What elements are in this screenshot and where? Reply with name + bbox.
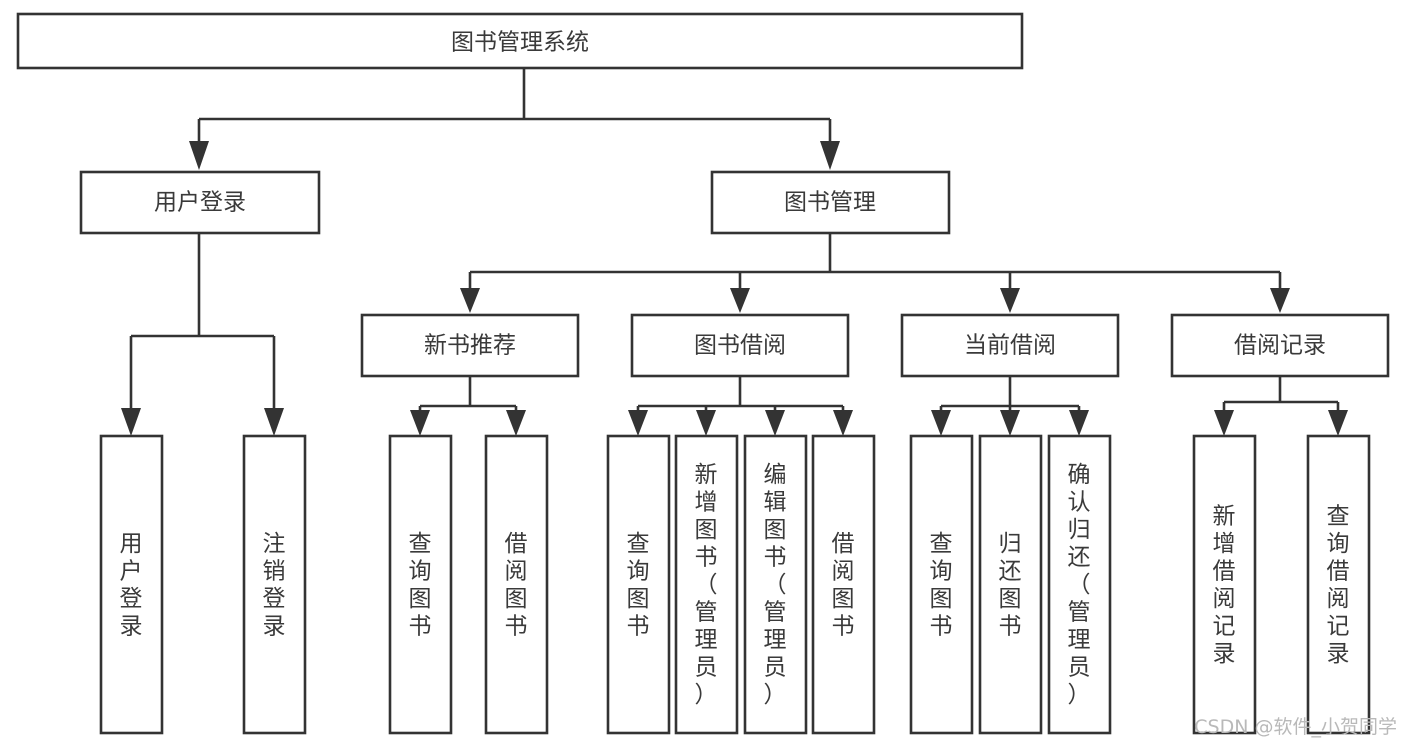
node-current-borrow[interactable]: 当前借阅 xyxy=(900,313,1120,378)
node-leaf-edit-book-box[interactable] xyxy=(743,434,808,735)
node-leaf-add-record-label: 新增借阅记录 xyxy=(1213,503,1236,667)
arrow-head-leaf-edit-book xyxy=(765,410,785,436)
arrow-head-leaf-logout-login xyxy=(264,408,284,436)
node-leaf-query-book-3[interactable]: 查询图书 xyxy=(909,434,974,735)
node-borrow-record-box[interactable] xyxy=(1170,313,1390,378)
node-leaf-user-login[interactable]: 用户登录 xyxy=(99,434,164,735)
node-leaf-query-book-2-label: 查询图书 xyxy=(627,531,650,640)
node-leaf-borrow-book-1-label: 借阅图书 xyxy=(505,531,528,640)
edges-layer xyxy=(121,68,1348,436)
node-user-login-label: 用户登录 xyxy=(154,190,246,216)
arrow-head-leaf-query-book-2 xyxy=(628,410,648,436)
arrow-head-borrow-record xyxy=(1270,288,1290,313)
arrow-head-new-book-recommend xyxy=(460,288,480,313)
node-leaf-query-book-1-box[interactable] xyxy=(388,434,453,735)
node-root-label: 图书管理系统 xyxy=(451,30,589,56)
arrow-head-leaf-borrow-book-1 xyxy=(506,410,526,436)
node-leaf-confirm-return-label: 确认归还（管理员） xyxy=(1068,462,1091,708)
arrow-head-leaf-add-record xyxy=(1214,410,1234,436)
node-leaf-query-record-label: 查询借阅记录 xyxy=(1327,503,1350,667)
node-user-login-box[interactable] xyxy=(79,170,321,235)
node-leaf-confirm-return-box[interactable] xyxy=(1047,434,1112,735)
node-book-borrow[interactable]: 图书借阅 xyxy=(630,313,850,378)
node-current-borrow-box[interactable] xyxy=(900,313,1120,378)
arrow-head-leaf-borrow-book-2 xyxy=(833,410,853,436)
node-leaf-user-login-box[interactable] xyxy=(99,434,164,735)
arrow-head-book-manage xyxy=(820,141,840,170)
node-root[interactable]: 图书管理系统 xyxy=(16,12,1024,70)
node-current-borrow-label: 当前借阅 xyxy=(964,333,1056,359)
arrow-head-book-borrow xyxy=(730,288,750,313)
watermark-label: CSDN @软件_小贺同学 xyxy=(1194,716,1397,738)
node-new-book-recommend-box[interactable] xyxy=(360,313,580,378)
node-book-borrow-box[interactable] xyxy=(630,313,850,378)
node-borrow-record[interactable]: 借阅记录 xyxy=(1170,313,1390,378)
node-leaf-add-book-box[interactable] xyxy=(674,434,739,735)
node-leaf-query-record-box[interactable] xyxy=(1306,434,1371,735)
node-leaf-logout-login-label: 注销登录 xyxy=(263,531,286,640)
arrow-head-leaf-query-record xyxy=(1328,410,1348,436)
node-new-book-recommend-label: 新书推荐 xyxy=(424,333,516,359)
node-book-manage-box[interactable] xyxy=(710,170,951,235)
node-leaf-user-login-label: 用户登录 xyxy=(120,531,143,640)
arrow-head-leaf-return-book xyxy=(1000,410,1020,436)
node-root-box[interactable] xyxy=(16,12,1024,70)
node-leaf-return-book-label: 归还图书 xyxy=(999,531,1022,640)
node-leaf-query-book-1-label: 查询图书 xyxy=(409,531,432,640)
arrow-head-user-login xyxy=(189,141,209,170)
node-leaf-add-record-box[interactable] xyxy=(1192,434,1257,735)
arrow-head-leaf-add-book xyxy=(696,410,716,436)
arrow-head-leaf-query-book-1 xyxy=(410,410,430,436)
arrow-head-leaf-confirm-return xyxy=(1069,410,1089,436)
node-book-borrow-label: 图书借阅 xyxy=(694,333,786,359)
arrow-head-leaf-query-book-3 xyxy=(931,410,951,436)
node-leaf-return-book[interactable]: 归还图书 xyxy=(978,434,1043,735)
node-leaf-query-book-3-label: 查询图书 xyxy=(930,531,953,640)
node-leaf-add-book[interactable]: 新增图书（管理员） xyxy=(674,434,739,735)
node-user-login[interactable]: 用户登录 xyxy=(79,170,321,235)
node-leaf-query-book-2[interactable]: 查询图书 xyxy=(606,434,671,735)
node-leaf-confirm-return[interactable]: 确认归还（管理员） xyxy=(1047,434,1112,735)
node-leaf-logout-login-box[interactable] xyxy=(242,434,307,735)
node-leaf-borrow-book-2-box[interactable] xyxy=(811,434,876,735)
node-book-manage-label: 图书管理 xyxy=(784,190,876,216)
node-leaf-borrow-book-1-box[interactable] xyxy=(484,434,549,735)
node-leaf-query-record[interactable]: 查询借阅记录 xyxy=(1306,434,1371,735)
node-leaf-return-book-box[interactable] xyxy=(978,434,1043,735)
arrow-head-current-borrow xyxy=(1000,288,1020,313)
node-leaf-edit-book-label: 编辑图书（管理员） xyxy=(764,462,787,708)
node-leaf-borrow-book-1[interactable]: 借阅图书 xyxy=(484,434,549,735)
node-leaf-add-book-label: 新增图书（管理员） xyxy=(695,462,718,708)
node-leaf-query-book-2-box[interactable] xyxy=(606,434,671,735)
node-leaf-borrow-book-2[interactable]: 借阅图书 xyxy=(811,434,876,735)
node-leaf-query-book-1[interactable]: 查询图书 xyxy=(388,434,453,735)
node-leaf-add-record[interactable]: 新增借阅记录 xyxy=(1192,434,1257,735)
node-leaf-query-book-3-box[interactable] xyxy=(909,434,974,735)
node-borrow-record-label: 借阅记录 xyxy=(1234,333,1326,359)
arrow-head-leaf-user-login xyxy=(121,408,141,436)
node-new-book-recommend[interactable]: 新书推荐 xyxy=(360,313,580,378)
node-leaf-borrow-book-2-label: 借阅图书 xyxy=(832,531,855,640)
node-leaf-edit-book[interactable]: 编辑图书（管理员） xyxy=(743,434,808,735)
node-book-manage[interactable]: 图书管理 xyxy=(710,170,951,235)
node-leaf-logout-login[interactable]: 注销登录 xyxy=(242,434,307,735)
